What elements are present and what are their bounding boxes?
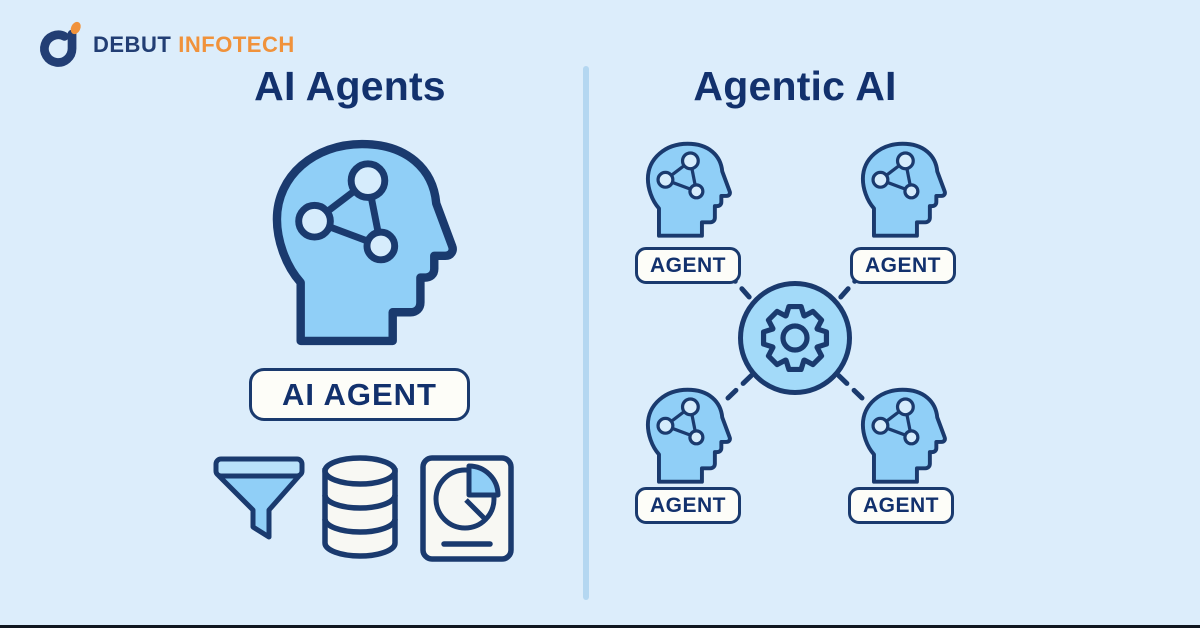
ai-agent-badge: AI AGENT xyxy=(249,368,470,421)
funnel-icon xyxy=(213,456,305,540)
agent-head-icon-bottom-right xyxy=(860,387,948,484)
central-hub xyxy=(738,281,852,395)
agent-label-top-left: AGENT xyxy=(635,247,741,284)
right-panel-title: Agentic AI xyxy=(693,63,897,109)
agent-head-icon-bottom-left xyxy=(645,387,733,484)
database-icon xyxy=(322,455,398,559)
brand-name-primary: DEBUT xyxy=(93,32,172,57)
agent-label-top-right: AGENT xyxy=(850,247,956,284)
head-network-icon xyxy=(271,138,459,346)
debut-infotech-logo-icon xyxy=(40,21,81,67)
gear-icon xyxy=(760,303,830,373)
agent-head-icon-top-left xyxy=(645,141,733,238)
brand-name-secondary: INFOTECH xyxy=(178,32,295,57)
agent-head-icon-top-right xyxy=(860,141,948,238)
left-panel-title: AI Agents xyxy=(254,63,446,109)
panel-divider xyxy=(583,66,589,600)
agent-label-bottom-left: AGENT xyxy=(635,487,741,524)
pie-chart-document-icon xyxy=(420,455,514,562)
bottom-edge-bar xyxy=(0,625,1200,628)
agent-label-bottom-right: AGENT xyxy=(848,487,954,524)
